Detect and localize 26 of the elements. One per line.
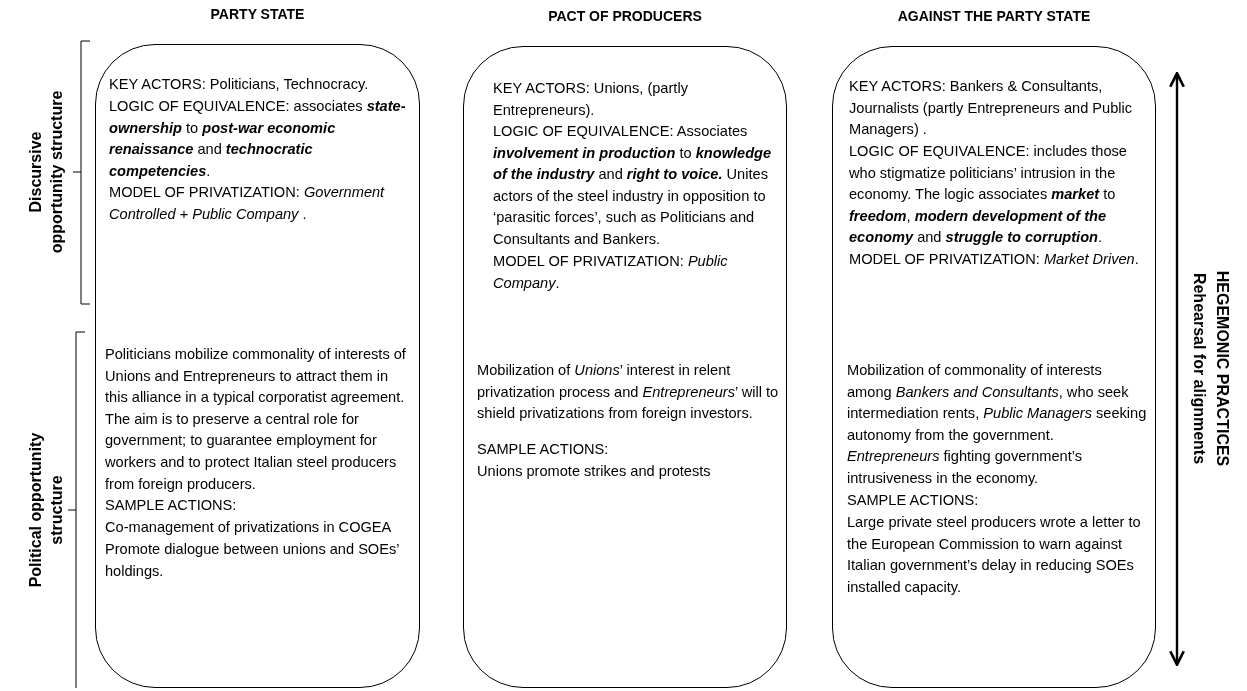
column-heading: PACT OF PRODUCERS bbox=[547, 8, 703, 24]
text-paragraph: MODEL OF PRIVATIZATION: Government Controlled + Public Company . bbox=[109, 183, 386, 224]
text-paragraph: LOGIC OF EQUIVALENCE: associates state-ownership to post-war economic renaissance and technocratic competencies. bbox=[109, 97, 407, 181]
text-paragraph: SAMPLE ACTIONS: bbox=[477, 440, 610, 459]
text-paragraph: Co-management of privatizations in COGEA bbox=[105, 518, 393, 537]
axis-label: Political opportunity structure bbox=[26, 431, 66, 590]
text-paragraph: MODEL OF PRIVATIZATION: Public Company. bbox=[493, 252, 729, 293]
text-paragraph: KEY ACTORS: Politicians, Technocracy. bbox=[109, 75, 370, 94]
axis-label: Rehearsal for alignments bbox=[1189, 271, 1209, 466]
text-paragraph: Mobilization of commonality of interests among Bankers and Consultants, who seek intermediation rents, Public Managers seeking autonomy from the government. Entrepreneurs fighting government’s intrusiveness in the economy. bbox=[847, 361, 1148, 488]
text-paragraph: Mobilization of Unions’ interest in relent privatization process and Entrepreneurs’ will to shield privatizations from foreign investors. bbox=[477, 361, 779, 424]
column-heading: AGAINST THE PARTY STATE bbox=[896, 8, 1092, 24]
column-heading: PARTY STATE bbox=[209, 6, 306, 22]
text-paragraph: SAMPLE ACTIONS: bbox=[105, 496, 238, 515]
text-paragraph: SAMPLE ACTIONS: bbox=[847, 491, 980, 510]
axis-label: Discursive opportunity structure bbox=[26, 89, 66, 256]
text-paragraph: MODEL OF PRIVATIZATION: Market Driven. bbox=[849, 250, 1140, 269]
text-paragraph: LOGIC OF EQUIVALENCE: includes those who stigmatize politicians’ intrusion in the economy. The logic associates market to freedom, modern development of the economy and struggle to corruption. bbox=[849, 142, 1128, 248]
text-paragraph: Promote dialogue between unions and SOEs’ holdings. bbox=[105, 540, 400, 581]
axis-label: HEGEMONIC PRACTICES bbox=[1212, 269, 1232, 468]
text-paragraph: Politicians mobilize commonality of interests of Unions and Entrepreneurs to attract them in this alliance in a typical corporatist agreement. The aim is to preserve a central role for government; to guarantee employment for workers and to protect Italian steel producers from foreign producers. bbox=[105, 345, 407, 494]
text-paragraph: LOGIC OF EQUIVALENCE: Associates involvement in production to knowledge of the industry and right to voice. Unites actors of the steel industry in opposition to ‘parasitic forces’, such as Politicians and Consultants and Bankers. bbox=[493, 122, 773, 249]
text-paragraph: Large private steel producers wrote a letter to the European Commission to warn against Italian government’s delay in reducing SOEs installed capacity. bbox=[847, 513, 1142, 597]
text-paragraph: KEY ACTORS: Unions, (partly Entrepreneurs). bbox=[493, 79, 689, 120]
text-paragraph: Unions promote strikes and protests bbox=[477, 462, 712, 481]
text-paragraph: KEY ACTORS: Bankers & Consultants, Journalists (partly Entrepreneurs and Public Managers) . bbox=[849, 77, 1134, 140]
